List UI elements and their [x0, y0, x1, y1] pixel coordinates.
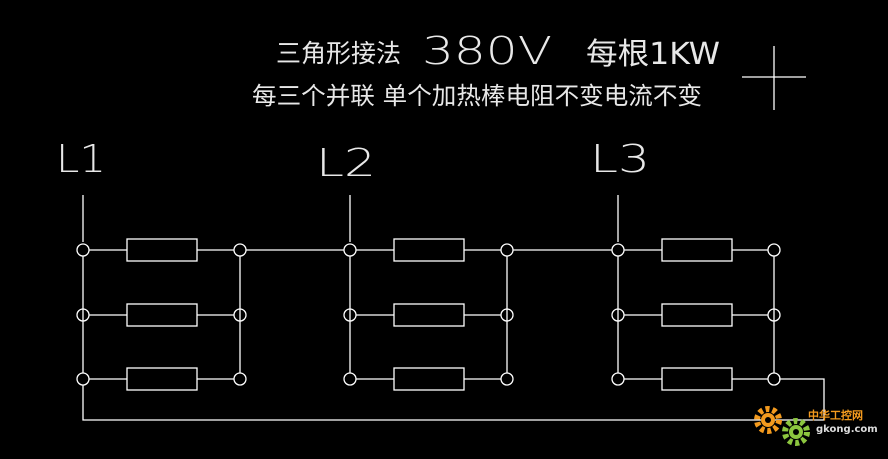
voltage-label: 380V: [422, 29, 552, 73]
phase-label-l1: L1: [56, 137, 106, 181]
watermark-cn: 中华工控网: [808, 408, 863, 422]
heater-resistor: [126, 367, 198, 391]
terminal-node: [343, 372, 357, 386]
heater-resistor: [126, 303, 198, 327]
heater-resistor: [661, 367, 733, 391]
terminal-node: [343, 308, 357, 322]
terminal-node: [76, 243, 90, 257]
crosshair-cursor-icon: [742, 46, 806, 110]
terminal-node: [233, 243, 247, 257]
wiring-method-label: 三角形接法: [276, 39, 401, 68]
terminal-node: [767, 372, 781, 386]
heater-resistor: [661, 238, 733, 262]
watermark-url: gkong.com: [816, 424, 878, 435]
heater-resistor: [393, 367, 465, 391]
terminal-node: [611, 372, 625, 386]
terminal-node: [611, 308, 625, 322]
terminal-node: [500, 372, 514, 386]
heater-bank-l2: [343, 238, 514, 391]
heater-resistor: [126, 238, 198, 262]
heater-bank-l1: [76, 238, 247, 391]
power-label: 每根1KW: [586, 37, 720, 72]
phase-label-l2: L2: [316, 141, 376, 185]
phase-label-l3: L3: [590, 137, 650, 181]
terminal-node: [767, 308, 781, 322]
description-label: 每三个并联 单个加热棒电阻不变电流不变: [252, 82, 702, 110]
terminal-node: [767, 243, 781, 257]
gkong-watermark: 中华工控网 gkong.com: [754, 406, 878, 446]
terminal-node: [233, 372, 247, 386]
heater-bank-l3: [611, 238, 781, 391]
terminal-node: [500, 243, 514, 257]
heater-resistor: [661, 303, 733, 327]
terminal-node: [500, 308, 514, 322]
terminal-node: [233, 308, 247, 322]
terminal-node: [76, 372, 90, 386]
terminal-node: [76, 308, 90, 322]
terminal-node: [343, 243, 357, 257]
delta-return-l3-l1: [82, 378, 825, 421]
heater-resistor: [393, 238, 465, 262]
terminal-node: [611, 243, 625, 257]
gear-icon: [754, 406, 810, 446]
heater-resistor: [393, 303, 465, 327]
